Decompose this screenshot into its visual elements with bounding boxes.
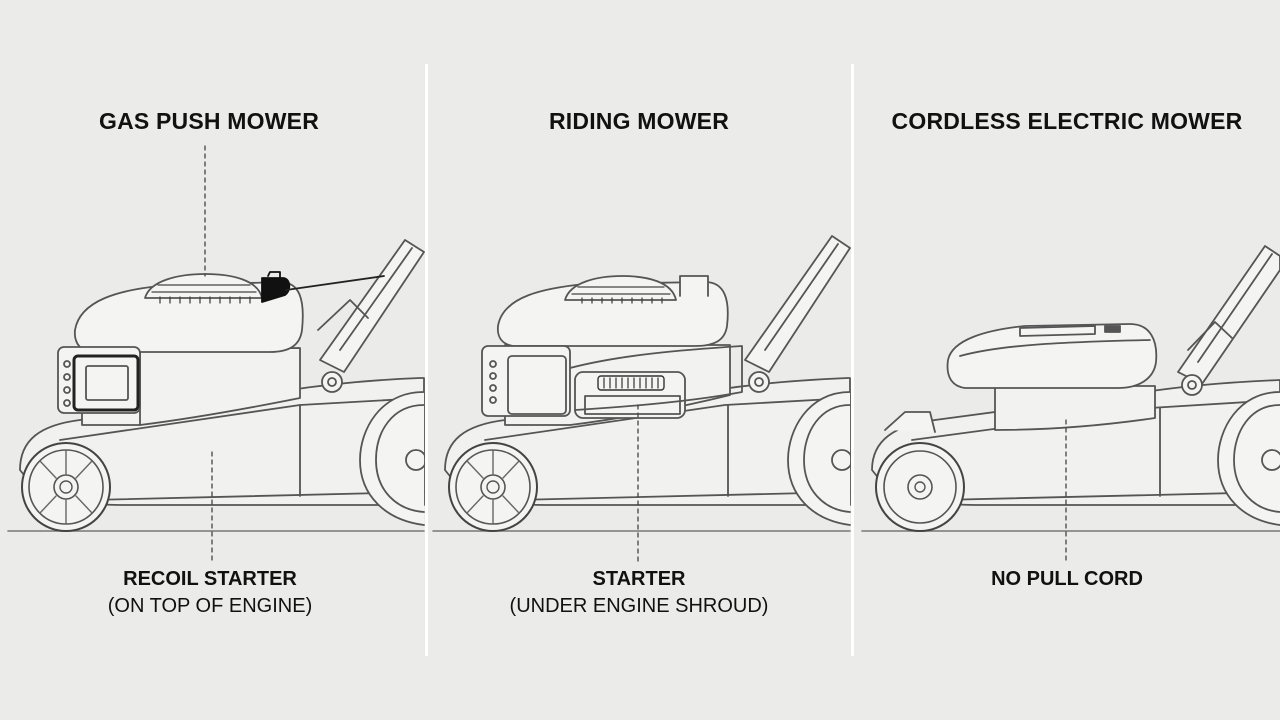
cordless-electric-mower-drawing	[861, 245, 1280, 563]
riding-mower-title: RIDING MOWER	[549, 108, 729, 134]
cordless-electric-mower-title: CORDLESS ELECTRIC MOWER	[891, 108, 1243, 134]
panel-divider-1	[425, 64, 428, 656]
gas-push-mower-label: RECOIL STARTER (ON TOP OF ENGINE)	[10, 566, 410, 620]
riding-mower-drawing	[432, 235, 853, 563]
riding-mower-label-line1: STARTER	[592, 568, 686, 590]
riding-mower-label-line2: (UNDER ENGINE SHROUD)	[509, 595, 769, 617]
riding-mower-label: STARTER (UNDER ENGINE SHROUD)	[439, 566, 839, 620]
cordless-electric-mower-label: NO PULL CORD	[867, 566, 1267, 593]
gas-push-mower-title: GAS PUSH MOWER	[98, 108, 320, 134]
panel-divider-2	[851, 64, 854, 656]
gas-push-mower-label-line1: RECOIL STARTER	[123, 568, 297, 590]
gas-push-mower-label-line2: (ON TOP OF ENGINE)	[107, 595, 313, 617]
gas-push-mower-drawing	[7, 145, 427, 563]
cordless-electric-mower-label-line1: NO PULL CORD	[991, 568, 1143, 590]
